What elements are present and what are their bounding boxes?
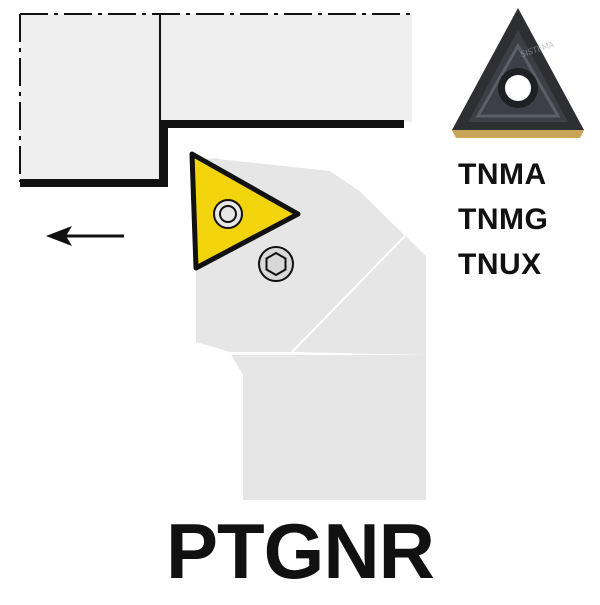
- workpiece: [19, 13, 412, 187]
- insert-photo-icon: [452, 8, 584, 138]
- workpiece-body-right: [160, 14, 412, 122]
- workpiece-body-left: [20, 14, 160, 182]
- clamp-screw-icon: [258, 246, 294, 282]
- triangular-insert-icon: [189, 151, 301, 271]
- insert-grade-label: TNMG: [458, 203, 549, 236]
- feed-direction-arrow-icon: [46, 226, 124, 246]
- workpiece-machined-profile: [20, 120, 404, 187]
- toolholder-shank: [230, 355, 426, 500]
- insert-grade-label: TNMA: [458, 158, 547, 191]
- holder-code-title: PTGNR: [166, 507, 435, 595]
- insert-grade-label: TNUX: [458, 248, 542, 281]
